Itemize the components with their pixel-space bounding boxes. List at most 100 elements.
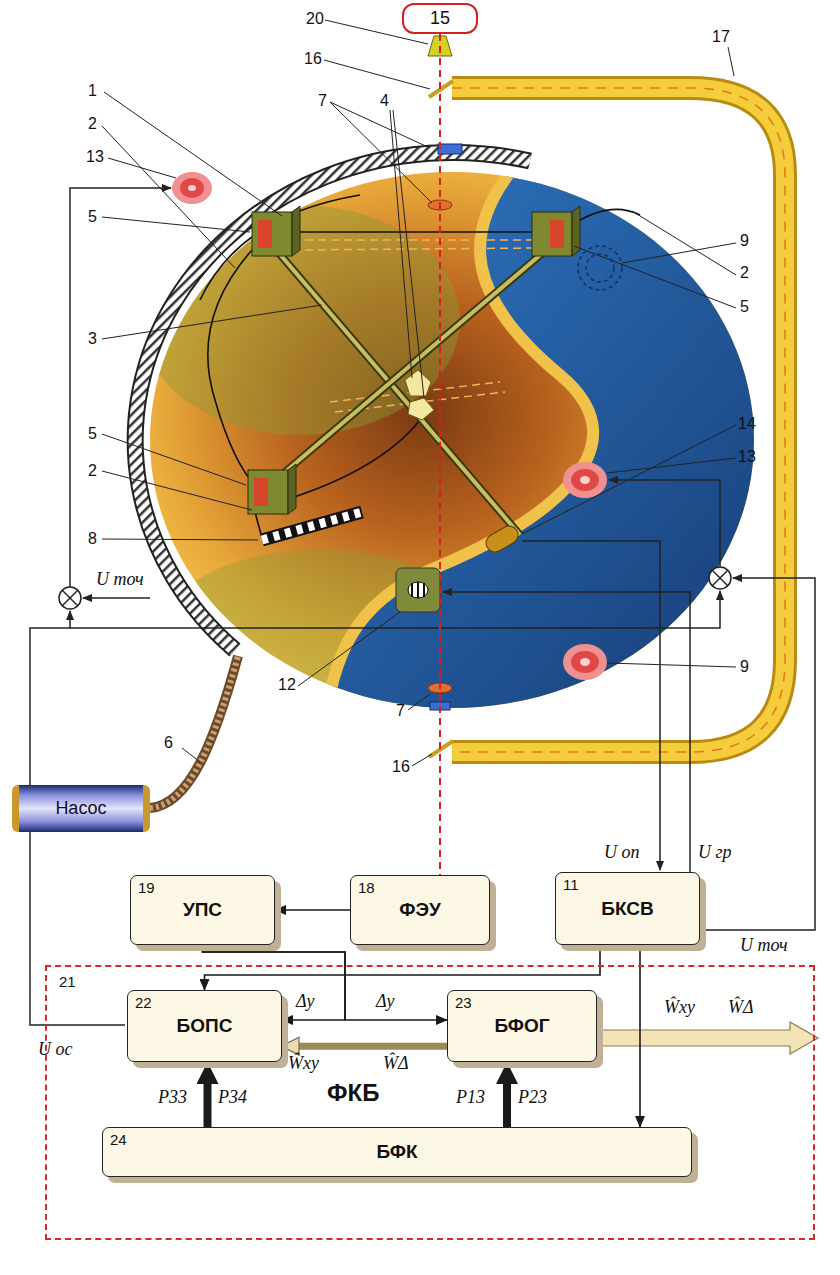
block-label: БОПС <box>177 1015 233 1037</box>
magnet-block <box>532 212 572 256</box>
signal-label: P13 <box>456 1088 485 1108</box>
pump-body: Насос <box>12 785 150 832</box>
block-number: 19 <box>138 879 155 896</box>
dashed-ring <box>586 254 614 282</box>
ring-electrode <box>580 658 590 666</box>
signal-label: Δy <box>376 992 395 1012</box>
block-number: 18 <box>358 879 375 896</box>
striped-bar <box>262 512 362 540</box>
leader-line <box>102 305 322 339</box>
callout-number: 17 <box>712 28 730 46</box>
process-box: 19УПС <box>130 875 275 945</box>
magnet-block <box>252 212 292 256</box>
signal-label: Ŵxy <box>288 1054 319 1074</box>
leader-line <box>622 243 736 263</box>
signal-wire <box>609 480 720 567</box>
leader-line <box>102 217 250 232</box>
rod-symbol <box>278 245 552 478</box>
ring-electrode <box>180 178 204 198</box>
block-number: 21 <box>59 973 76 990</box>
leader-line <box>102 126 235 268</box>
rod-symbol <box>272 245 520 535</box>
summing-junction <box>59 567 731 609</box>
leader-line <box>102 20 736 766</box>
magnet-block <box>258 220 272 248</box>
summing-junction <box>709 567 731 589</box>
ring-electrode <box>172 172 212 204</box>
sensor-square <box>423 583 425 597</box>
magnet-block <box>550 220 564 248</box>
ring-electrode <box>571 469 599 491</box>
leader-line <box>408 694 430 710</box>
signal-label: P34 <box>218 1088 247 1108</box>
leader-line <box>632 211 736 275</box>
gimbal-frame <box>272 231 552 233</box>
ring-electrode <box>172 172 607 680</box>
signal-label: P33 <box>158 1088 187 1108</box>
signal-arrow <box>296 1043 447 1050</box>
dashed-beam <box>292 248 540 250</box>
callout-number: 2 <box>88 462 97 480</box>
ring-electrode <box>188 185 196 191</box>
block-label: УПС <box>183 899 222 921</box>
leader-line <box>607 458 736 473</box>
signal-label: U точ <box>740 936 788 956</box>
leader-line <box>390 110 412 378</box>
callout-number: 3 <box>88 330 97 348</box>
signal-arrow <box>204 1078 212 1127</box>
signal-wire <box>700 578 815 930</box>
striped-bar <box>262 512 362 540</box>
pump-hose <box>150 656 238 808</box>
signal-wire <box>70 591 720 628</box>
signal-label: ŴΔ <box>383 1054 409 1074</box>
block-label: БКСВ <box>601 898 653 920</box>
callout-number: 2 <box>88 115 97 133</box>
block-label: Насос <box>55 798 106 819</box>
dashed-ring <box>578 246 622 290</box>
leader-line <box>728 47 734 76</box>
rotor-core <box>405 370 434 420</box>
dashed-beam <box>292 239 540 241</box>
magnet-block <box>248 206 580 514</box>
signal-arrow <box>503 1078 511 1127</box>
leader-line <box>412 754 432 766</box>
leader-line <box>522 425 736 534</box>
signal-label: Δy <box>296 992 315 1012</box>
rod-symbol <box>278 245 552 478</box>
process-box: 11БКСВ <box>555 872 700 945</box>
signal-label: ŴΔ <box>728 998 754 1018</box>
signal-arrow <box>275 909 350 911</box>
callout-number: 5 <box>88 425 97 443</box>
magnet-block <box>254 478 268 506</box>
callout-number: 13 <box>738 448 756 466</box>
signal-label: U оп <box>604 843 640 863</box>
sensor-square <box>396 568 440 612</box>
signal-wire <box>83 597 150 599</box>
summing-junction <box>62 590 78 606</box>
optical-axis <box>439 34 441 875</box>
block-label: ФЭУ <box>399 899 441 921</box>
callout-number: 16 <box>392 758 410 776</box>
sensor-square <box>408 582 428 598</box>
callout-number: 1 <box>88 82 97 100</box>
leader-line <box>108 158 176 178</box>
signal-label: Ŵxy <box>664 998 695 1018</box>
callout-number: 4 <box>380 92 389 110</box>
leader-line <box>102 539 258 540</box>
rotor-core <box>408 398 434 420</box>
magnet-block <box>288 464 296 514</box>
pump-hose <box>150 656 238 808</box>
output-arrow <box>597 1022 818 1054</box>
process-box: 23БФОГ <box>447 990 597 1062</box>
signal-wire <box>443 592 690 872</box>
callout-number: 13 <box>86 148 104 166</box>
dashed-ring <box>578 246 622 290</box>
leader-line <box>607 663 736 667</box>
housing-shell <box>135 152 530 650</box>
ring-electrode <box>580 476 590 484</box>
signal-label: U ос <box>38 1040 73 1060</box>
signal-label: U гр <box>698 843 732 863</box>
summing-junction <box>712 570 728 586</box>
callout-number: 7 <box>318 92 327 110</box>
